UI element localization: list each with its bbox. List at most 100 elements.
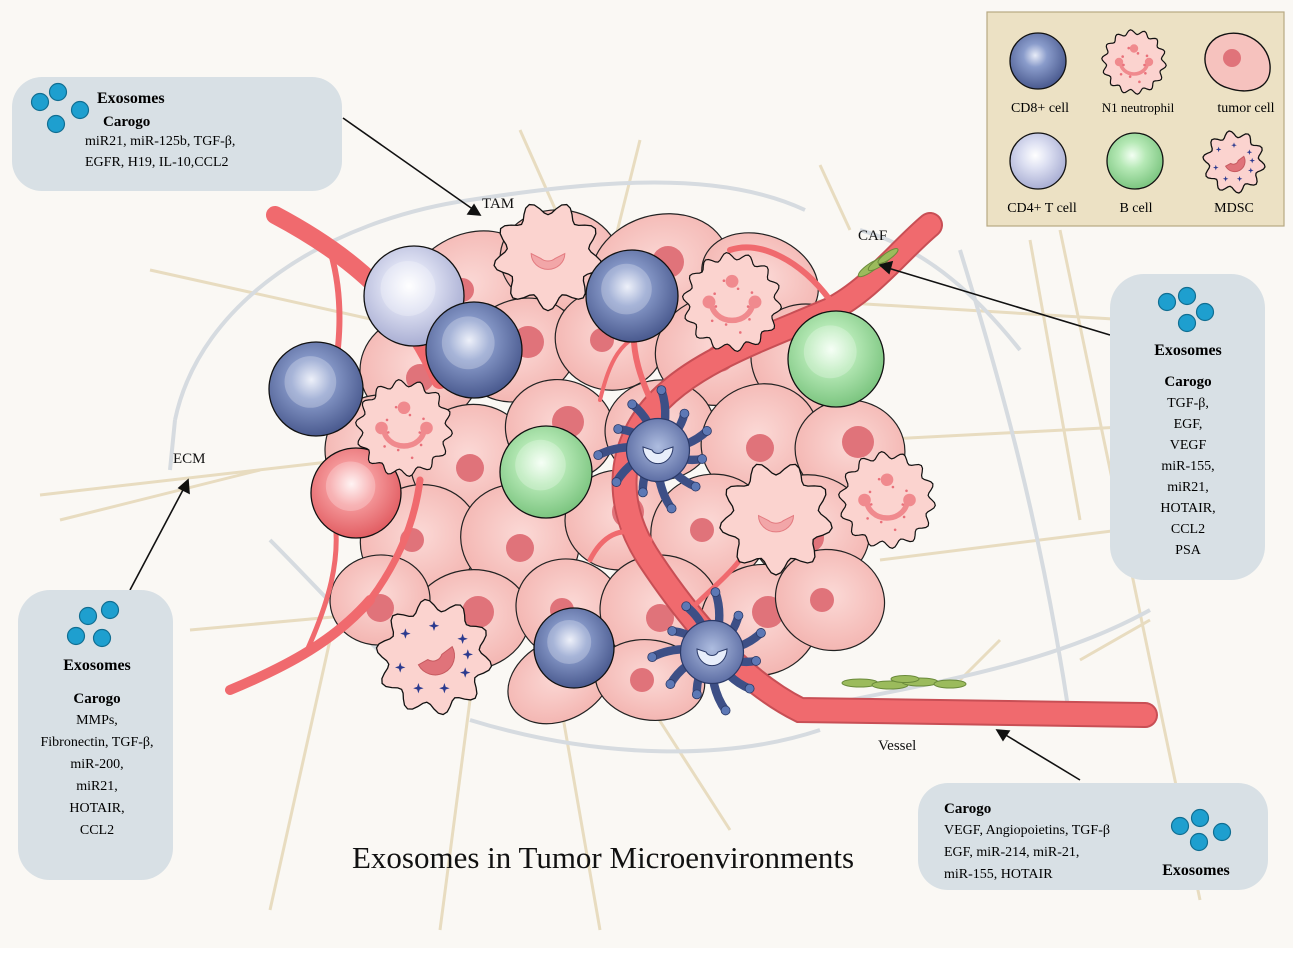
exosome-vesicle [1190, 808, 1210, 828]
caf-box-panel [1110, 274, 1265, 580]
cd8-cell [533, 607, 615, 689]
caf-box-line: TGF-β, [1167, 396, 1209, 411]
tumor-cell-nucleus [462, 596, 494, 628]
cell-type-legend: CD8+ cell N1 neutrophil tumor cell CD4+ … [986, 11, 1285, 227]
red-immune-cell [310, 447, 402, 539]
cd8-cell [425, 301, 523, 399]
tumor-cell-nucleus [646, 604, 674, 632]
caf-exosome-box: Exosomes Carogo TGF-β, EGF, VEGF miR-155… [1110, 274, 1265, 580]
vessel-exosome-box: Carogo VEGF, Angiopoietins, TGF-β EGF, m… [918, 783, 1268, 890]
tumor-cell-nucleus [630, 668, 654, 692]
n1-neutrophil [838, 451, 936, 549]
mdsc-icon [1202, 130, 1266, 194]
exosome-vesicle [100, 600, 120, 620]
ecm-label: ECM [173, 451, 206, 467]
tumor-cell-nucleus [746, 434, 774, 462]
exosome-vesicle [1177, 286, 1197, 306]
b-cell [499, 425, 593, 519]
legend-label-n1-neutrophil: N1 neutrophil [1102, 100, 1175, 115]
cd8-cell [268, 341, 364, 437]
ecm-box-line: Fibronectin, TGF-β, [40, 735, 153, 750]
vessel-box-line: EGF, miR-214, miR-21, [944, 845, 1079, 860]
legend-label-cd4: CD4+ T cell [1007, 201, 1077, 216]
tam-exosome-box: Exosomes Carogo miR21, miR-125b, TGF-β, … [12, 77, 342, 191]
tumor-cell-icon [1204, 32, 1271, 92]
vessel-box-cargo-heading: Carogo [944, 801, 991, 817]
exosome-vesicle [1170, 816, 1190, 836]
caf-box-cargo-heading: Carogo [1164, 374, 1211, 390]
tumor-cell-nucleus [810, 588, 834, 612]
legend-label-b-cell: B cell [1119, 201, 1152, 216]
tumor-cell-nucleus [506, 534, 534, 562]
tumor-cell-nucleus [842, 426, 874, 458]
exosome-vesicle [1177, 313, 1197, 333]
tam-label: TAM [482, 196, 514, 212]
exosome-vesicle [1189, 832, 1209, 852]
caf-cells [841, 248, 967, 690]
ecm-box-line: MMPs, [76, 713, 118, 728]
tumor-cell-nucleus [690, 518, 714, 542]
exosome-vesicle [70, 100, 90, 120]
exosome-vesicle [46, 114, 66, 134]
tam-macrophage [493, 203, 603, 312]
cd4-t-cell-icon [1009, 132, 1067, 190]
ecm-boundary [168, 180, 1151, 754]
dendritic-cell [593, 385, 712, 514]
ecm-exosome-icon [66, 600, 120, 648]
legend-label-cd8: CD8+ cell [1011, 101, 1069, 116]
ecm-box-title: Exosomes [63, 657, 131, 674]
ecm-box-panel [18, 590, 173, 880]
exosome-vesicle [30, 92, 50, 112]
exosome-vesicle [66, 626, 86, 646]
vessel-box-title: Exosomes [1162, 862, 1230, 879]
diagram-title: Exosomes in Tumor Microenvironments [352, 840, 854, 875]
vessel-box-line: miR-155, HOTAIR [944, 867, 1053, 882]
exosome-vesicle [78, 606, 98, 626]
cd8-cell [585, 249, 679, 343]
tam-macrophage [719, 463, 833, 576]
pointer-arrows [129, 117, 1111, 781]
ecm-box-line: CCL2 [80, 823, 114, 838]
exosome-vesicle [92, 628, 112, 648]
ecm-box-line: HOTAIR, [69, 801, 124, 816]
caf-box-line: miR21, [1167, 480, 1209, 495]
caf-box-line: PSA [1175, 543, 1202, 558]
tam-box-line: EGFR, H19, IL-10,CCL2 [85, 155, 229, 170]
tam-box-panel [12, 77, 342, 191]
vessel-exosome-icon [1170, 808, 1232, 852]
b-cell-icon [1106, 132, 1164, 190]
region-labels: TAM CAF ECM Vessel [173, 196, 916, 754]
b-cell [787, 310, 885, 408]
vessel-box-line: VEGF, Angiopoietins, TGF-β [944, 823, 1110, 838]
vessel-box-panel [918, 783, 1268, 890]
tam-box-title: Exosomes [97, 90, 165, 107]
legend-label-mdsc: MDSC [1214, 201, 1254, 216]
mdsc [375, 598, 493, 716]
exosome-vesicle [1212, 822, 1232, 842]
tam-box-line: miR21, miR-125b, TGF-β, [85, 134, 235, 149]
caf-box-line: miR-155, [1161, 459, 1214, 474]
exosome-vesicle [1195, 302, 1215, 322]
caf-box-line: HOTAIR, [1160, 501, 1215, 516]
legend-label-tumor-cell: tumor cell [1217, 101, 1274, 116]
caf-box-title: Exosomes [1154, 342, 1222, 359]
caf-label: CAF [858, 228, 887, 244]
dendritic-cell [647, 587, 766, 716]
ecm-exosome-box: Exosomes Carogo MMPs, Fibronectin, TGF-β… [18, 590, 173, 880]
exosome-vesicle [1157, 292, 1177, 312]
caf-exosome-icon [1157, 286, 1215, 333]
immune-cells [268, 203, 936, 716]
ecm-box-cargo-heading: Carogo [73, 691, 120, 707]
caf-box-line: VEGF [1170, 438, 1207, 453]
vessel-label: Vessel [878, 738, 916, 754]
ecm-box-line: miR21, [76, 779, 118, 794]
caf-box-line: CCL2 [1171, 522, 1205, 537]
tam-box-cargo-heading: Carogo [103, 114, 150, 130]
exosome-vesicle [48, 82, 68, 102]
caf-box-line: EGF, [1174, 417, 1203, 432]
cd8-cell-icon [1009, 32, 1067, 90]
ecm-box-line: miR-200, [70, 757, 123, 772]
n1-neutrophil [681, 251, 783, 353]
